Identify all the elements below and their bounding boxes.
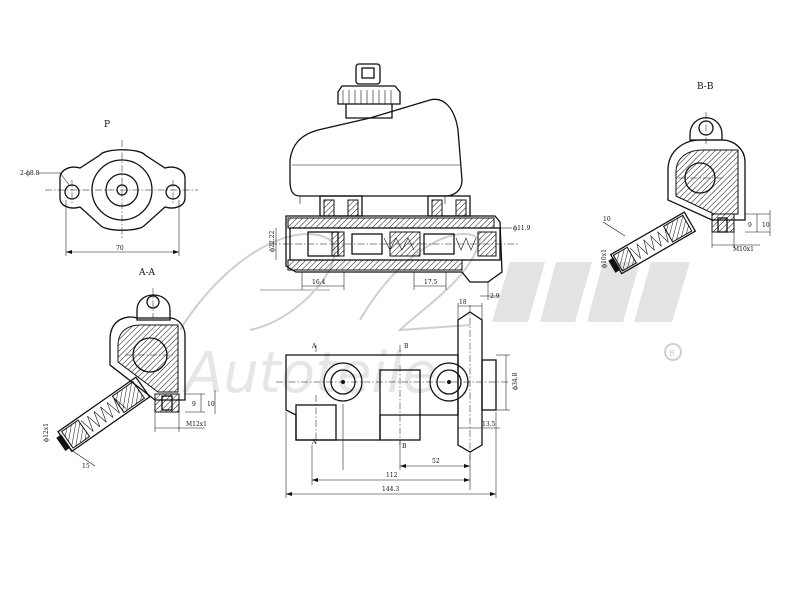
registered-mark: R bbox=[669, 349, 676, 358]
dim-18: 18 bbox=[459, 299, 467, 306]
dim-bb-10b: 10 bbox=[762, 222, 770, 229]
view-b-b: B-B 9 10 M10x1 10 ϕ10x1 bbox=[601, 82, 771, 275]
dim-aa-10: 10 bbox=[207, 401, 215, 408]
view-b-b-label: B-B bbox=[697, 82, 714, 92]
top-view: A B A B 18 ϕ34.8 13.5 52 112 144.3 bbox=[276, 299, 519, 498]
watermark-text: Autoteile bbox=[182, 341, 437, 406]
dim-52: 52 bbox=[432, 458, 440, 465]
dim-bore: ϕ22.22 bbox=[269, 231, 276, 252]
dim-side-dia: ϕ34.8 bbox=[512, 372, 519, 390]
view-a-a-label: A-A bbox=[138, 268, 156, 278]
section-b-top: B bbox=[404, 343, 409, 350]
view-p: P 2-ϕ8.8 70 bbox=[20, 120, 198, 256]
dim-13-5: 13.5 bbox=[482, 421, 496, 428]
dim-17-5: 17.5 bbox=[424, 279, 438, 286]
dim-bb-10a: 10 bbox=[603, 216, 611, 223]
dim-bb-dia: ϕ10x1 bbox=[601, 249, 608, 268]
cylinder-section: ϕ22.22 ϕ11.9 16.4 17.5 2.9 bbox=[269, 63, 531, 300]
dim-16-4: 16.4 bbox=[312, 279, 326, 286]
dim-port: ϕ11.9 bbox=[513, 225, 531, 232]
dim-70: 70 bbox=[116, 245, 124, 252]
dim-holes: 2-ϕ8.8 bbox=[20, 170, 40, 177]
dim-aa-dia: ϕ12x1 bbox=[43, 423, 50, 442]
view-a-a: A-A 9 10 M12x1 ϕ12x1 bbox=[43, 268, 216, 470]
dim-2-9: 2.9 bbox=[490, 293, 500, 300]
dim-bb-9: 9 bbox=[748, 222, 752, 229]
dim-bb-thread: M10x1 bbox=[733, 246, 754, 253]
section-a-top: A bbox=[311, 343, 317, 350]
dim-112: 112 bbox=[386, 472, 398, 479]
dim-aa-15: 15 bbox=[82, 463, 90, 470]
view-p-label: P bbox=[104, 120, 110, 130]
dim-aa-9: 9 bbox=[192, 401, 196, 408]
dim-144-3: 144.3 bbox=[382, 486, 399, 493]
section-b-bottom: B bbox=[402, 443, 407, 450]
dim-aa-thread: M12x1 bbox=[186, 421, 207, 428]
brand-watermark: Autoteile R bbox=[179, 232, 690, 406]
section-a-bottom: A bbox=[311, 439, 317, 446]
